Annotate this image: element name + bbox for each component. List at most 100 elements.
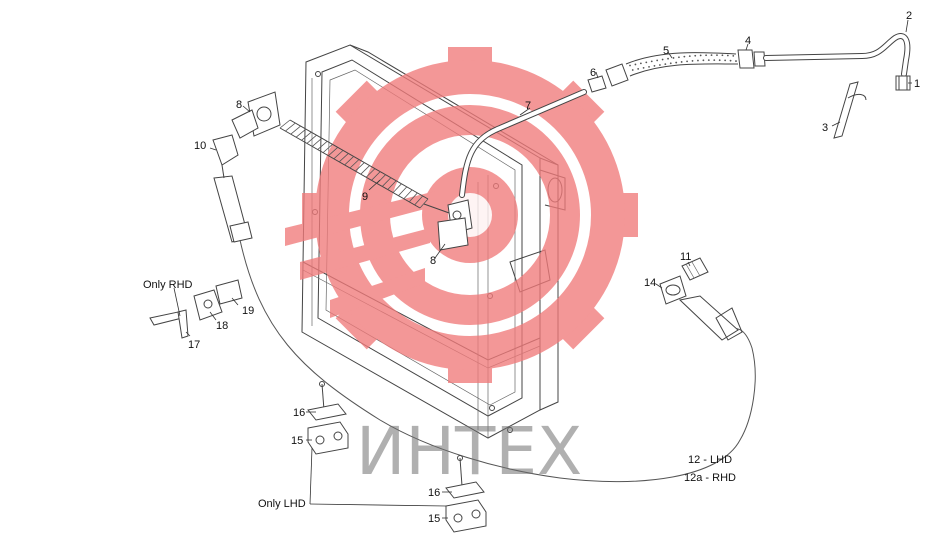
braid-dot xyxy=(713,59,716,62)
callout-9: 9 xyxy=(362,191,368,203)
braid-dot xyxy=(710,54,713,57)
braid-dot xyxy=(678,56,680,59)
hose-rib xyxy=(387,180,397,190)
braid-dot xyxy=(697,59,699,62)
braid-dot xyxy=(721,54,724,57)
hose-rib xyxy=(392,183,402,193)
braid-dot xyxy=(645,61,648,64)
watermark-text: ИНТЕХ xyxy=(356,413,582,490)
hose-rib xyxy=(290,125,301,135)
hose-rib xyxy=(349,159,360,169)
braid-dot xyxy=(667,57,669,60)
braid-dot xyxy=(694,54,697,57)
braid-dot xyxy=(707,59,710,62)
leader-lines xyxy=(173,19,912,519)
hose-rib xyxy=(333,150,344,160)
braid-dot xyxy=(732,54,735,57)
braid-dot xyxy=(688,55,691,58)
pipe-7 xyxy=(459,89,587,198)
hose-rib xyxy=(371,171,381,181)
callout-8-lower: 8 xyxy=(430,255,436,267)
braid-dot xyxy=(729,59,732,62)
callout-15-upper: 15 xyxy=(291,435,303,447)
elbow-14 xyxy=(659,275,687,305)
hose-9-corrugated xyxy=(279,119,453,215)
braid-dot xyxy=(672,57,675,59)
pipe-2 xyxy=(763,33,911,77)
clamp-set-upper xyxy=(307,381,349,455)
braid-dot xyxy=(686,60,688,63)
hose-rib xyxy=(322,144,333,153)
callout-15-lower: 15 xyxy=(428,513,440,525)
callout-4: 4 xyxy=(745,35,751,47)
braid-dot xyxy=(735,60,737,62)
hose-rib xyxy=(382,177,392,187)
callout-19: 19 xyxy=(242,305,254,317)
callout-10: 10 xyxy=(194,140,206,152)
callout-6: 6 xyxy=(590,67,596,79)
bracket-3 xyxy=(833,81,867,139)
hose-rib xyxy=(312,137,323,147)
clamp-set-rhd xyxy=(149,279,243,339)
clamp-set-lower xyxy=(445,455,487,533)
hose-rib xyxy=(279,119,291,129)
hose-12-end xyxy=(678,295,743,341)
elbow-fitting-8-lower xyxy=(437,199,473,251)
braid-dot xyxy=(637,68,640,70)
callout-17: 17 xyxy=(188,339,200,351)
hose-10-assembly xyxy=(212,134,253,243)
hose-rib xyxy=(295,128,307,138)
braid-dot xyxy=(699,54,702,57)
hose-rib xyxy=(344,156,354,166)
callout-2: 2 xyxy=(906,10,912,22)
braid-dot xyxy=(675,61,678,64)
callout-14: 14 xyxy=(644,277,656,289)
note-12-lhd: 12 - LHD xyxy=(688,454,732,466)
braid-dot xyxy=(656,59,659,62)
braid-dot xyxy=(661,58,664,61)
hose-rib xyxy=(403,189,413,200)
braid-dot xyxy=(669,62,672,65)
braid-dot xyxy=(634,63,637,66)
hose-rib xyxy=(360,165,370,175)
thin-hose-line-12 xyxy=(239,239,756,483)
callout-1: 1 xyxy=(914,78,920,90)
braid-dot xyxy=(648,65,650,68)
braid-dot xyxy=(718,59,721,62)
hose-rib xyxy=(355,162,365,172)
braid-dot xyxy=(629,64,631,67)
fitting-4 xyxy=(737,49,766,69)
note-only-rhd: Only RHD xyxy=(143,279,193,291)
hose-rib xyxy=(306,134,317,144)
callout-18: 18 xyxy=(216,320,228,332)
callout-7: 7 xyxy=(525,100,531,112)
braid-dot xyxy=(658,64,661,66)
hose-rib xyxy=(398,186,408,196)
callout-labels: 2 1 3 4 5 6 7 8 8 9 10 11 14 17 18 19 16… xyxy=(188,10,920,525)
braid-dot xyxy=(664,63,667,66)
braid-dot xyxy=(683,55,686,58)
hose-rib xyxy=(408,192,418,203)
hose-rib xyxy=(301,131,312,141)
hose-rib xyxy=(285,122,296,132)
hose-rib xyxy=(317,140,328,150)
braid-dot xyxy=(716,54,718,57)
braid-dot xyxy=(650,60,653,63)
fitting-6 xyxy=(587,63,629,93)
braid-dot xyxy=(724,59,727,62)
callout-5: 5 xyxy=(663,45,669,57)
callout-16-upper: 16 xyxy=(293,407,305,419)
braid-dot xyxy=(680,61,683,63)
hose-5-braided xyxy=(625,52,739,77)
hose-rib xyxy=(365,168,376,178)
braid-dot xyxy=(653,65,656,67)
braid-dot xyxy=(639,62,642,65)
note-only-lhd: Only LHD xyxy=(258,498,306,510)
hose-rib xyxy=(328,147,339,156)
note-12a-rhd: 12a - RHD xyxy=(684,472,736,484)
braid-dot xyxy=(691,60,694,62)
braid-dot xyxy=(705,54,708,57)
braid-dot xyxy=(631,69,634,71)
